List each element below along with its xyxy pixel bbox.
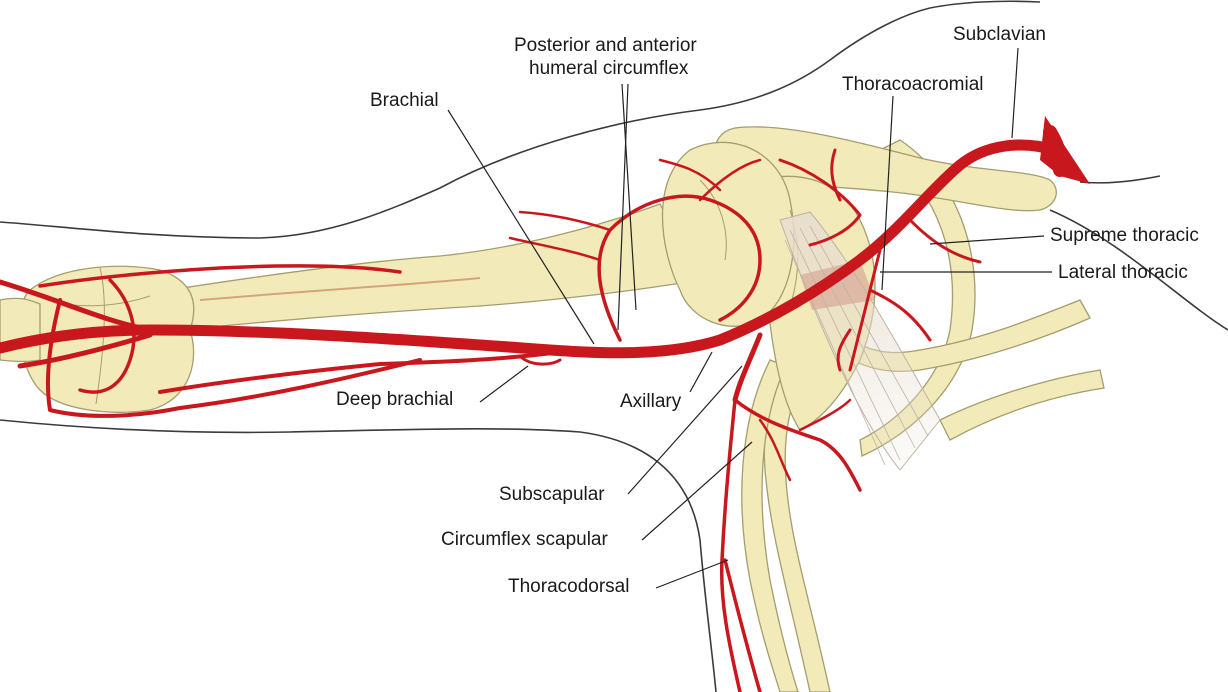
rib-4 [741,359,799,692]
deep-brachial-artery [158,350,562,394]
leader-thoracodorsal [655,559,729,589]
label-thoracoacromial: Thoracoacromial [842,74,984,95]
leader-axillary [689,351,713,393]
label-deep-brachial: Deep brachial [336,389,454,410]
label-subclavian: Subclavian [953,24,1046,45]
shoulder-vessels [658,158,762,202]
leader-lines [447,47,1052,589]
label-brachial: Brachial [370,90,439,111]
supreme-thoracic-artery [908,218,982,264]
leader-circumflex-scapular [641,441,753,541]
leader-humeral-2 [617,83,629,331]
scapular-branches [758,398,852,482]
label-circumflex-scapular: Circumflex scapular [441,529,608,550]
recurrent-loop [78,278,136,394]
leader-supreme-thoracic [929,235,1045,245]
rib-5 [939,369,1105,441]
thoracodorsal-artery [719,398,762,692]
deep-brachial-branch [518,354,562,366]
collateral-loop [46,298,422,418]
leader-brachial [447,109,595,345]
arteries [0,116,1090,692]
circumflex-scapular-artery [733,398,862,492]
label-lateral-thoracic: Lateral thoracic [1058,262,1188,283]
label-supreme-thoracic: Supreme thoracic [1050,225,1199,246]
subclavian-cut-end [1040,116,1090,184]
lower-arm-outline [0,419,717,692]
humeral-head [661,141,795,327]
thoracoacromial-artery [778,148,862,247]
leader-humeral-1 [621,83,637,311]
shoulder-top-outline [929,0,1041,9]
label-axillary: Axillary [620,391,682,412]
leader-subscapular [627,365,743,495]
label-humeral-circumflex-line2: humeral circumflex [529,58,689,79]
subscapular-artery [732,332,763,403]
label-humeral-circumflex-line1: Posterior and anterior [514,35,697,56]
label-thoracodorsal: Thoracodorsal [508,576,630,597]
lateral-thoracic-artery [836,248,932,372]
humeral-circumflex-branch [508,210,612,262]
pectoralis-muscle [779,211,941,471]
elbow-anastomosis [38,264,402,288]
leader-thoracoacromial [881,95,894,291]
leader-deep-brachial [479,365,529,403]
leader-subclavian [1011,47,1019,139]
neck-outline [1079,175,1161,184]
upper-arm-outline [0,7,931,239]
chest-outline [1049,209,1228,331]
label-subscapular: Subscapular [499,484,605,505]
